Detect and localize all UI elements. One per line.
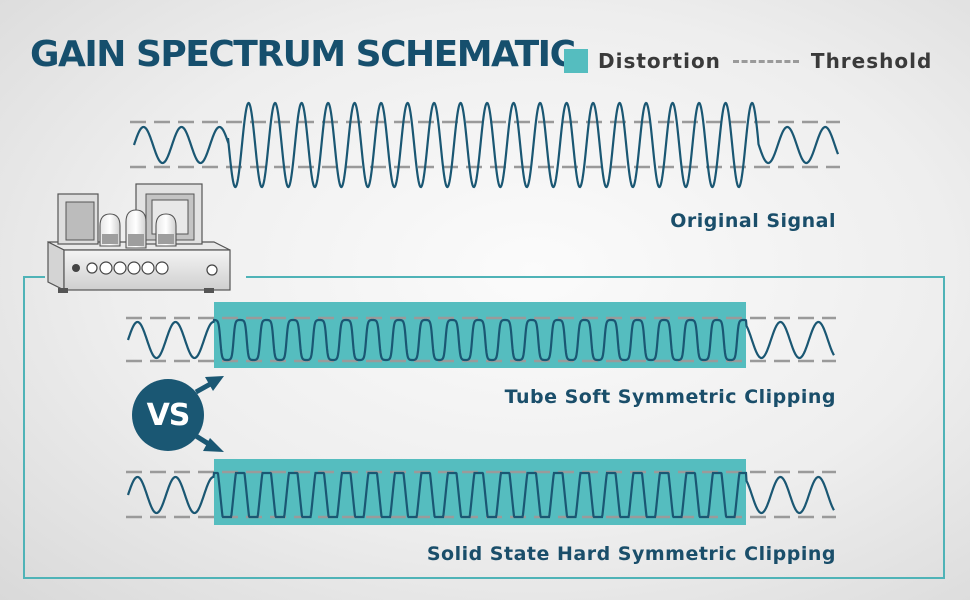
- threshold-legend-label: Threshold: [810, 49, 933, 73]
- distortion-swatch: [564, 49, 588, 73]
- arrow-icon: [194, 376, 224, 452]
- vs-badge: VS: [132, 379, 204, 451]
- soft-clipping-panel: [126, 302, 836, 368]
- page-title: GAIN SPECTRUM SCHEMATIC: [30, 34, 576, 75]
- hard-clipping-caption: Solid State Hard Symmetric Clipping: [426, 543, 836, 565]
- original-signal-panel: [130, 101, 840, 189]
- comparison-frame-top-left: [23, 276, 45, 278]
- comparison-frame-top-right: [246, 276, 945, 278]
- threshold-swatch: [732, 59, 799, 63]
- hard-clipping-panel: [126, 459, 836, 525]
- comparison-frame: [23, 276, 945, 579]
- hard-clipped-waveform: [126, 471, 835, 519]
- distortion-region: [214, 459, 746, 525]
- soft-clipping-caption: Tube Soft Symmetric Clipping: [504, 386, 836, 408]
- distortion-legend-label: Distortion: [598, 49, 721, 73]
- original-signal-caption: Original Signal: [670, 210, 836, 232]
- soft-clipped-waveform: [126, 318, 835, 362]
- original-waveform: [132, 101, 840, 189]
- tube-amplifier-icon: [47, 183, 231, 293]
- distortion-region: [214, 302, 746, 368]
- legend: Distortion Threshold: [564, 48, 932, 74]
